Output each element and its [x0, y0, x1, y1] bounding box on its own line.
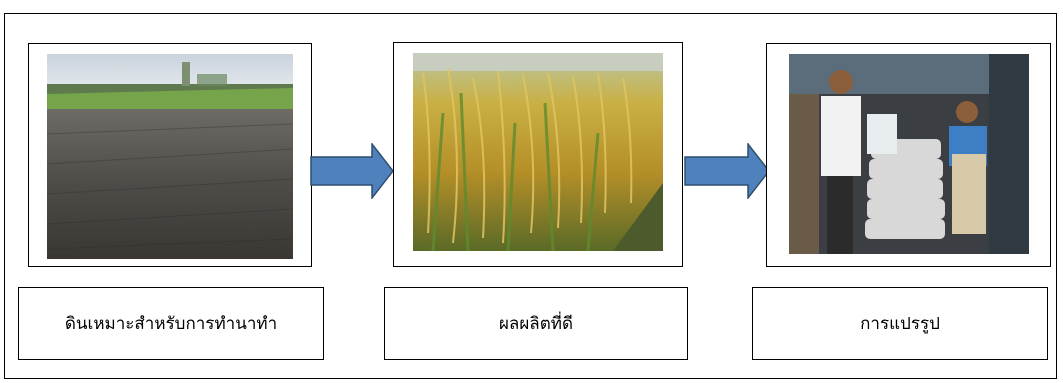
rice-shop-photo	[789, 54, 1029, 254]
step-3-label: การแปรรูป	[860, 314, 940, 334]
step-1-photo-frame	[28, 43, 312, 267]
step-3-label-box: การแปรรูป	[752, 287, 1048, 360]
step-2-label-box: ผลผลิตที่ดี	[384, 287, 688, 360]
step-2-label: ผลผลิตที่ดี	[498, 314, 574, 334]
step-3-photo-frame	[766, 43, 1051, 267]
arrow-right-icon	[310, 143, 394, 199]
step-1-label-box: ดินเหมาะสำหรับการทำนาทำ	[18, 287, 324, 360]
arrow-right-icon	[684, 143, 770, 199]
plowed-field-photo	[47, 54, 293, 259]
rice-plants-photo	[413, 53, 663, 251]
step-1-label: ดินเหมาะสำหรับการทำนาทำ	[64, 314, 278, 334]
step-2-photo-frame	[393, 42, 683, 267]
